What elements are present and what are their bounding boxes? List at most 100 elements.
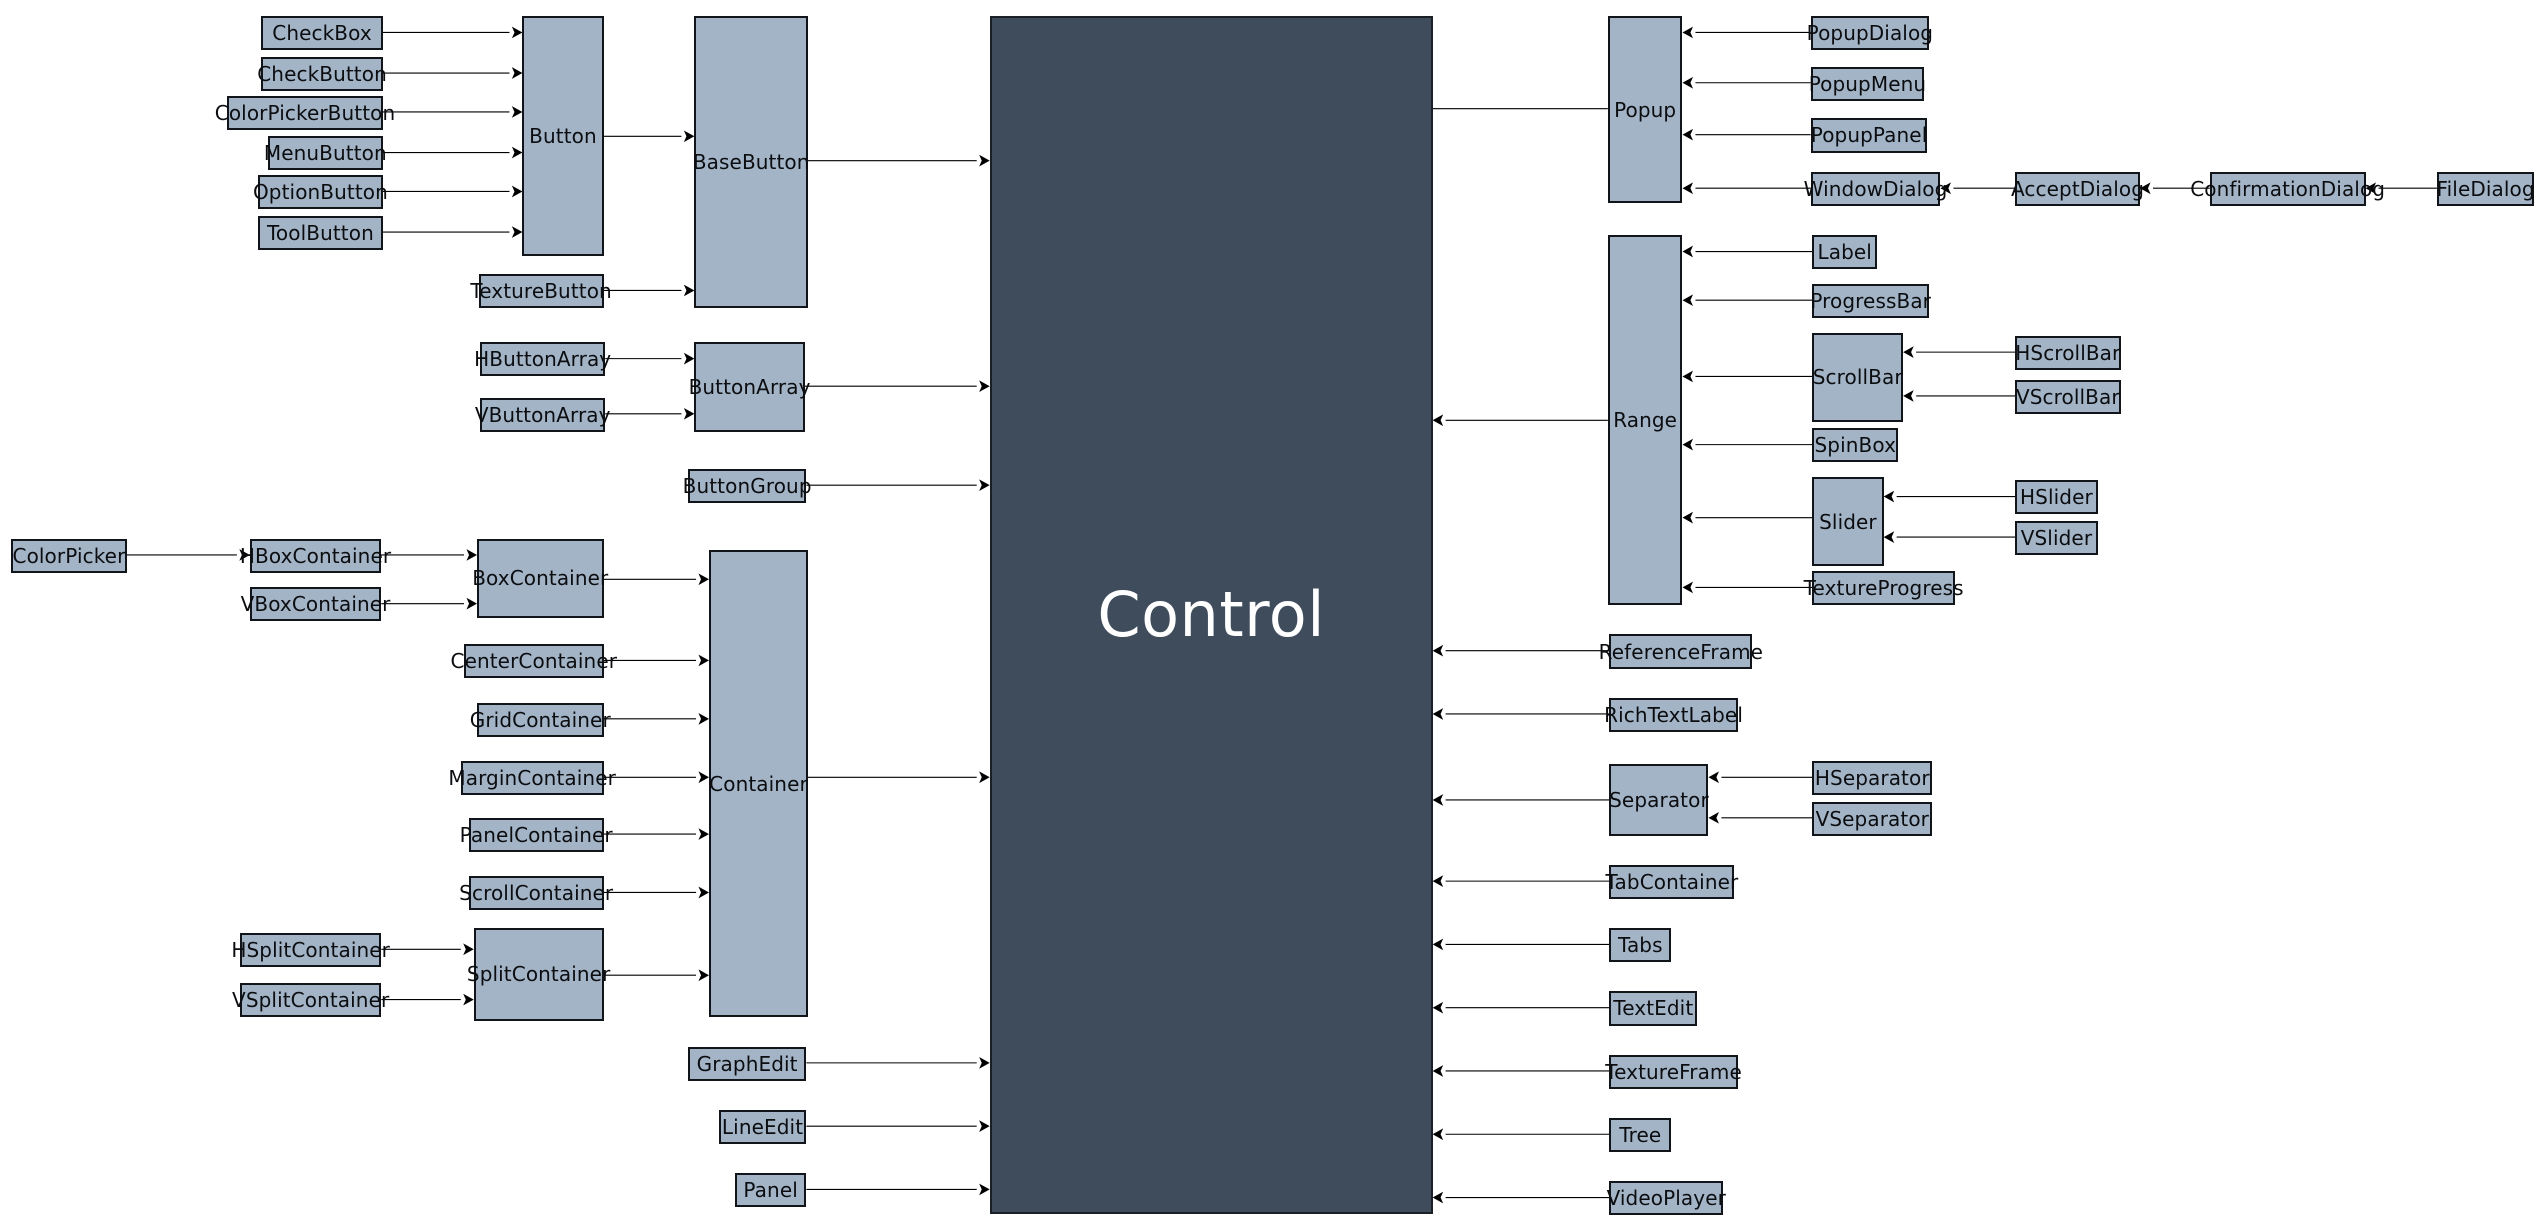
arrowhead [698, 771, 710, 784]
arrowhead [1432, 938, 1444, 951]
class-node-progressbar[interactable]: ProgressBar [1810, 283, 1931, 319]
class-node-hseparator[interactable]: HSeparator [1812, 761, 1933, 796]
node-label: SpinBox [1814, 433, 1897, 458]
node-label: PanelContainer [459, 822, 613, 847]
node-label: LineEdit [721, 1114, 804, 1139]
class-node-optionbutton[interactable]: OptionButton [253, 175, 388, 210]
node-label: Slider [1819, 509, 1877, 534]
node-label: CheckButton [257, 61, 387, 86]
node-label: OptionButton [252, 180, 388, 205]
arrowhead [683, 284, 695, 297]
class-node-vboxcontainer[interactable]: VBoxContainer [241, 587, 390, 622]
root-node-control[interactable]: Control [989, 16, 1433, 1214]
class-node-vsplitcontainer[interactable]: VSplitContainer [232, 983, 389, 1018]
class-node-checkbox[interactable]: CheckBox [261, 16, 383, 51]
class-node-hsplitcontainer[interactable]: HSplitContainer [231, 933, 390, 968]
class-node-vseparator[interactable]: VSeparator [1812, 801, 1933, 836]
class-node-basebutton[interactable]: BaseButton [693, 16, 809, 309]
node-label: GridContainer [469, 707, 611, 732]
class-node-margincontainer[interactable]: MarginContainer [448, 761, 616, 796]
class-node-toolbutton[interactable]: ToolButton [257, 215, 383, 250]
class-node-textureframe[interactable]: TextureFrame [1605, 1054, 1742, 1089]
class-node-referenceframe[interactable]: ReferenceFrame [1599, 634, 1763, 669]
class-node-slider[interactable]: Slider [1812, 477, 1884, 567]
class-node-popupdialog[interactable]: PopupDialog [1807, 16, 1933, 51]
node-label: TextureProgress [1803, 576, 1964, 601]
arrowhead [1682, 26, 1694, 39]
class-node-textedit[interactable]: TextEdit [1609, 991, 1698, 1026]
node-label: ScrollBar [1812, 365, 1903, 390]
arrowhead [1883, 531, 1895, 543]
arrowhead [1432, 414, 1444, 427]
class-node-menubutton[interactable]: MenuButton [264, 136, 387, 171]
node-label: ButtonArray [688, 374, 811, 399]
class-node-windowdialog[interactable]: WindowDialog [1804, 172, 1947, 207]
class-node-checkbutton[interactable]: CheckButton [257, 56, 387, 91]
node-label: TextureFrame [1605, 1059, 1742, 1084]
class-node-popupmenu[interactable]: PopupMenu [1809, 66, 1926, 101]
class-node-hslider[interactable]: HSlider [2015, 480, 2098, 515]
node-label: ToolButton [267, 220, 374, 245]
class-node-lineedit[interactable]: LineEdit [718, 1109, 807, 1144]
class-node-scrollbar[interactable]: ScrollBar [1812, 332, 1904, 422]
class-node-button[interactable]: Button [522, 16, 604, 257]
node-label: MarginContainer [448, 766, 616, 791]
arrowhead [698, 713, 710, 725]
arrowhead [1432, 644, 1444, 657]
class-node-confirmationdialog[interactable]: ConfirmationDialog [2190, 172, 2385, 207]
arrowhead [511, 106, 523, 118]
class-node-vscrollbar[interactable]: VScrollBar [2015, 379, 2121, 414]
class-node-popuppanel[interactable]: PopupPanel [1810, 118, 1928, 153]
class-node-buttonarray[interactable]: ButtonArray [689, 342, 810, 432]
arrowhead [511, 67, 523, 79]
node-label: VBoxContainer [240, 592, 391, 617]
class-node-container[interactable]: Container [709, 550, 808, 1018]
node-label: HButtonArray [474, 347, 612, 372]
class-node-vbuttonarray[interactable]: VButtonArray [475, 397, 610, 432]
class-node-boxcontainer[interactable]: BoxContainer [472, 538, 608, 619]
class-node-scrollcontainer[interactable]: ScrollContainer [459, 876, 613, 911]
class-node-vslider[interactable]: VSlider [2015, 520, 2098, 555]
arrowhead [1432, 1191, 1444, 1204]
class-node-label[interactable]: Label [1812, 235, 1878, 270]
arrowhead [979, 1120, 990, 1132]
class-node-range[interactable]: Range [1607, 235, 1683, 606]
class-node-texturebutton[interactable]: TextureButton [470, 274, 612, 309]
class-node-hbuttonarray[interactable]: HButtonArray [474, 342, 611, 377]
class-node-separator[interactable]: Separator [1609, 764, 1709, 836]
arrowhead [1432, 794, 1444, 806]
class-node-textureprogress[interactable]: TextureProgress [1804, 571, 1964, 606]
class-node-splitcontainer[interactable]: SplitContainer [467, 928, 610, 1021]
class-node-acceptdialog[interactable]: AcceptDialog [2011, 172, 2144, 207]
class-node-hscrollbar[interactable]: HScrollBar [2015, 335, 2121, 370]
arrowhead [1708, 771, 1719, 784]
class-node-colorpicker[interactable]: ColorPicker [11, 538, 127, 573]
class-node-graphedit[interactable]: GraphEdit [687, 1046, 807, 1081]
arrowhead [1682, 245, 1694, 258]
arrowhead [979, 1057, 990, 1069]
arrowhead [683, 407, 695, 420]
class-node-videoplayer[interactable]: VideoPlayer [1607, 1181, 1726, 1216]
class-node-tabs[interactable]: Tabs [1609, 928, 1672, 963]
class-node-tabcontainer[interactable]: TabContainer [1606, 864, 1738, 899]
arrowhead [979, 154, 990, 167]
class-node-buttongroup[interactable]: ButtonGroup [683, 468, 812, 504]
class-node-colorpickerbutton[interactable]: ColorPickerButton [215, 95, 395, 130]
class-node-tree[interactable]: Tree [1609, 1118, 1672, 1153]
class-node-filedialog[interactable]: FileDialog [2437, 172, 2535, 207]
class-node-spinbox[interactable]: SpinBox [1812, 428, 1899, 463]
class-node-panel[interactable]: Panel [734, 1173, 807, 1208]
arrowhead [1903, 346, 1914, 358]
node-label: MenuButton [263, 141, 387, 166]
arrowhead [979, 380, 990, 393]
class-node-gridcontainer[interactable]: GridContainer [470, 702, 611, 737]
node-label: ColorPickerButton [214, 100, 396, 125]
class-node-richtextlabel[interactable]: RichTextLabel [1604, 697, 1743, 732]
class-node-panelcontainer[interactable]: PanelContainer [460, 817, 613, 852]
class-node-centercontainer[interactable]: CenterContainer [451, 644, 617, 679]
class-node-hboxcontainer[interactable]: HBoxContainer [240, 538, 391, 573]
class-node-popup[interactable]: Popup [1607, 16, 1683, 203]
node-label: Range [1613, 408, 1678, 433]
arrowhead [1682, 128, 1694, 141]
